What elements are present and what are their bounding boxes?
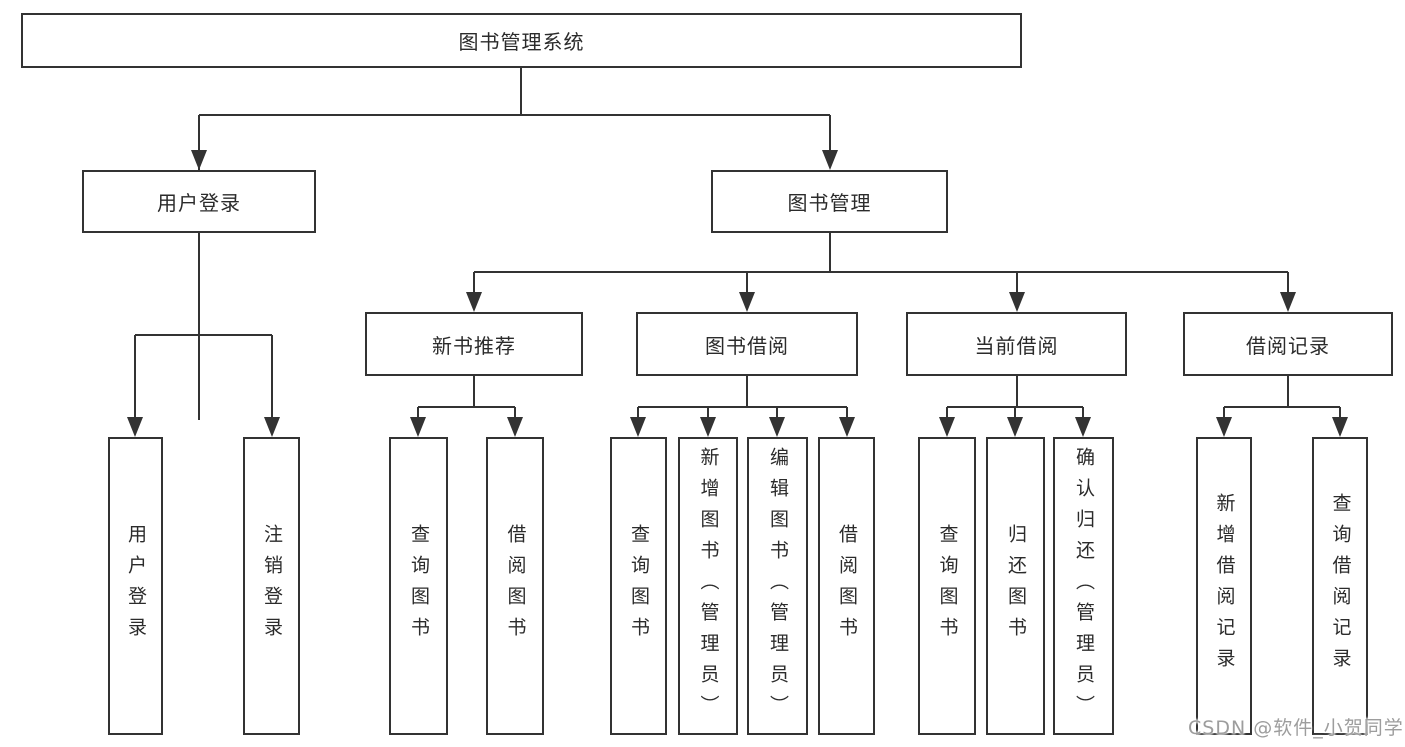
node-br-query-record: 查询借阅记录 xyxy=(1312,437,1368,735)
node-rec-borrow-books: 借阅图书 xyxy=(486,437,544,735)
watermark-text: CSDN @软件_小贺同学 xyxy=(1188,717,1404,739)
node-rec-query-books: 查询图书 xyxy=(389,437,448,735)
node-bb-add-books-admin: 新增图书（管理员） xyxy=(678,437,738,735)
node-leaf-logout: 注销登录 xyxy=(243,437,300,735)
node-book-management: 图书管理 xyxy=(711,170,948,233)
node-cb-confirm-return-admin: 确认归还（管理员） xyxy=(1053,437,1114,735)
node-library-system: 图书管理系统 xyxy=(21,13,1022,68)
node-borrow-records: 借阅记录 xyxy=(1183,312,1393,376)
node-leaf-user-login: 用户登录 xyxy=(108,437,163,735)
node-current-borrow: 当前借阅 xyxy=(906,312,1127,376)
node-book-borrow: 图书借阅 xyxy=(636,312,858,376)
node-br-add-record: 新增借阅记录 xyxy=(1196,437,1252,735)
node-bb-edit-books-admin: 编辑图书（管理员） xyxy=(747,437,808,735)
node-bb-query-books: 查询图书 xyxy=(610,437,667,735)
node-user-login: 用户登录 xyxy=(82,170,316,233)
node-bb-borrow-books: 借阅图书 xyxy=(818,437,875,735)
node-cb-return-books: 归还图书 xyxy=(986,437,1045,735)
node-cb-query-books: 查询图书 xyxy=(918,437,976,735)
node-new-book-recommend: 新书推荐 xyxy=(365,312,583,376)
